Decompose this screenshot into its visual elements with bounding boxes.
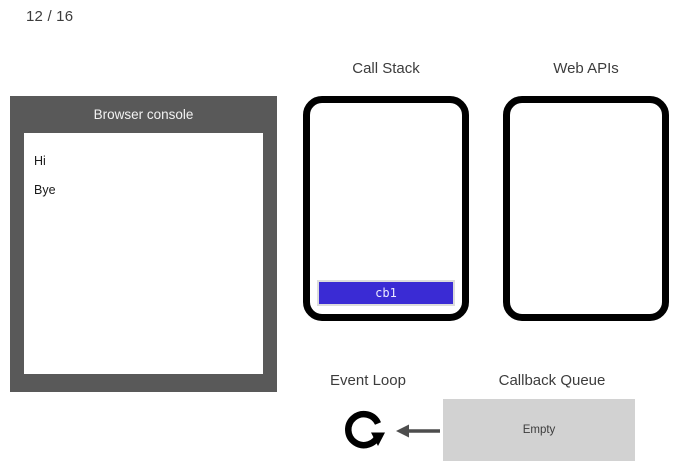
web-apis-label: Web APIs	[553, 60, 619, 77]
slide-counter: 12 / 16	[26, 8, 74, 25]
call-stack-box: cb1	[303, 96, 469, 321]
call-stack-frame: cb1	[317, 280, 455, 306]
web-apis-box	[503, 96, 669, 321]
browser-console-panel: Browser console Hi Bye	[10, 96, 277, 392]
callback-queue-label: Callback Queue	[498, 372, 606, 389]
browser-console-output: Hi Bye	[24, 133, 263, 374]
browser-console-title: Browser console	[93, 107, 194, 122]
console-log-line: Hi	[34, 154, 46, 168]
callback-queue-box: Empty	[443, 399, 635, 461]
callback-queue-status: Empty	[522, 424, 556, 436]
console-log-line: Bye	[34, 183, 56, 197]
arrow-left-icon	[396, 424, 440, 438]
circular-arrow-icon	[345, 410, 385, 449]
call-stack-label: Call Stack	[352, 60, 420, 77]
event-loop-label: Event Loop	[330, 372, 406, 389]
